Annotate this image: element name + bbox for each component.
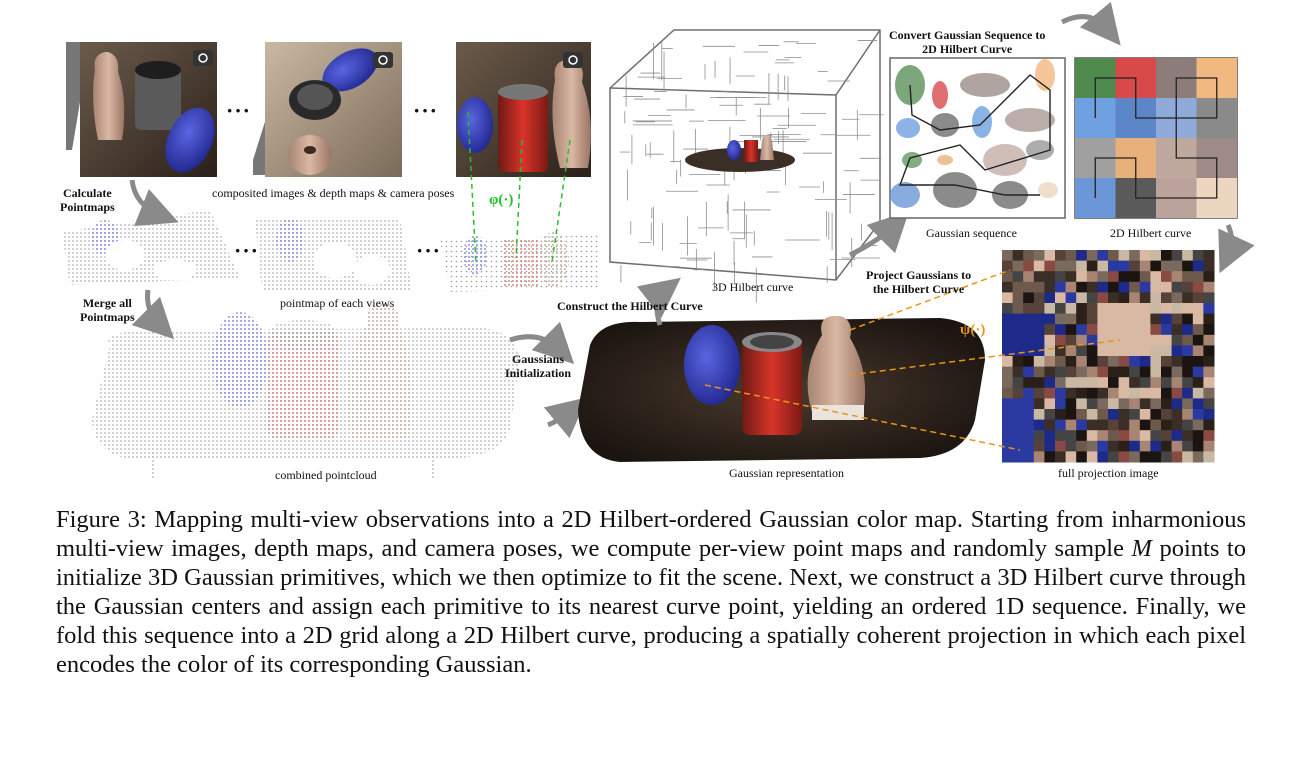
label-full-projection: full projection image bbox=[1058, 466, 1159, 480]
hilbert-3d-cube bbox=[609, 29, 884, 303]
label-construct-hilbert: Construct the Hilbert Curve bbox=[557, 299, 703, 313]
caption-part2: points to initialize 3D Gaussian primiti… bbox=[56, 535, 1246, 678]
pipeline-illustration bbox=[62, 1, 1255, 478]
camera-icon bbox=[563, 52, 583, 68]
full-projection-image bbox=[1002, 250, 1215, 463]
gaussian-representation bbox=[578, 316, 985, 462]
pointmap-view-2 bbox=[255, 218, 412, 290]
psi-projection-lines bbox=[704, 269, 1121, 451]
ellipsis-mid-2: ··· bbox=[416, 238, 442, 263]
caption-variable-m: M bbox=[1131, 535, 1152, 562]
input-view-1 bbox=[66, 42, 217, 177]
combined-pointcloud bbox=[92, 303, 520, 478]
pointmap-view-3 bbox=[440, 232, 600, 292]
caption-part1: Figure 3: Mapping multi-view observation… bbox=[56, 506, 1246, 562]
label-pointmap-each: pointmap of each views bbox=[280, 296, 395, 310]
label-gaussian-sequence: Gaussian sequence bbox=[926, 226, 1017, 240]
label-hilbert-3d: 3D Hilbert curve bbox=[712, 280, 794, 294]
gaussian-sequence-panel bbox=[889, 57, 1066, 219]
figure-panel: composited images & depth maps & camera … bbox=[60, 1, 1255, 482]
label-convert-sequence: Convert Gaussian Sequence to 2D Hilbert … bbox=[889, 28, 1046, 56]
label-merge-all: Merge all Pointmaps bbox=[80, 296, 135, 324]
label-composited: composited images & depth maps & camera … bbox=[212, 186, 455, 200]
label-gaussians-init: Gaussians Initialization bbox=[505, 352, 572, 380]
label-calculate-pointmaps: Calculate Pointmaps bbox=[60, 186, 115, 214]
ellipsis-mid-1: ··· bbox=[234, 238, 260, 263]
psi-operator: ψ(·) bbox=[960, 322, 986, 338]
ellipsis-top-1: ··· bbox=[226, 98, 252, 123]
phi-projection-lines bbox=[467, 111, 571, 266]
camera-icon bbox=[193, 50, 213, 66]
pointmap-view-1 bbox=[62, 210, 240, 285]
figure-caption: Figure 3: Mapping multi-view observation… bbox=[56, 505, 1246, 679]
input-view-2 bbox=[253, 42, 402, 177]
label-hilbert-2d: 2D Hilbert curve bbox=[1110, 226, 1192, 240]
hilbert-2d-grid bbox=[1074, 57, 1238, 219]
label-gaussian-representation: Gaussian representation bbox=[729, 466, 844, 480]
label-project-gaussians: Project Gaussians to the Hilbert Curve bbox=[866, 268, 972, 296]
input-view-3 bbox=[456, 42, 591, 177]
label-combined-pointcloud: combined pointcloud bbox=[275, 468, 377, 482]
ellipsis-top-2: ··· bbox=[413, 98, 439, 123]
phi-operator: φ(·) bbox=[489, 192, 514, 208]
camera-icon bbox=[373, 52, 393, 68]
